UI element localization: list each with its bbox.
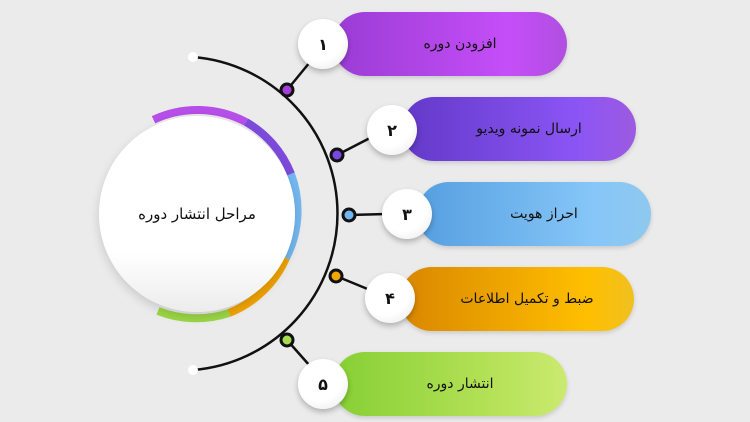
- step-3-label: احراز هویت: [510, 206, 578, 222]
- step-2-number: ۲: [367, 105, 417, 155]
- step-1-pill: افزودن دوره: [333, 12, 567, 76]
- step-3-number: ۳: [382, 189, 432, 239]
- step-1-label: افزودن دوره: [423, 36, 497, 52]
- step-4-pill: ضبط و تکمیل اطلاعات: [400, 267, 634, 331]
- step-nodes: [279, 82, 357, 348]
- step-2-pill: ارسال نمونه ویدیو: [402, 97, 636, 161]
- arc-end-dot: [188, 52, 198, 62]
- step-4-number: ۴: [365, 273, 415, 323]
- node-3: [341, 207, 357, 223]
- center-circle: مراحل انتشار دوره: [99, 116, 295, 312]
- step-1-number: ۱: [298, 19, 348, 69]
- arc-end-dot: [188, 365, 198, 375]
- ring-segment-5: [156, 307, 231, 323]
- ring-segment-3: [282, 172, 302, 260]
- progress-ring: [151, 105, 302, 323]
- step-4-label: ضبط و تکمیل اطلاعات: [460, 291, 594, 307]
- step-5-label: انتشار دوره: [426, 376, 494, 392]
- step-5-number: ۵: [298, 359, 348, 409]
- step-2-label: ارسال نمونه ویدیو: [476, 121, 582, 137]
- main-arc: [192, 55, 339, 372]
- step-5-pill: انتشار دوره: [333, 352, 567, 416]
- ring-segment-2: [243, 118, 295, 176]
- ring-segment-4: [227, 256, 290, 317]
- node-5: [279, 332, 295, 348]
- diagram-title: مراحل انتشار دوره: [138, 205, 256, 223]
- node-1: [279, 82, 295, 98]
- node-4: [328, 268, 344, 284]
- node-2: [329, 147, 345, 163]
- ring-segment-1: [151, 105, 248, 126]
- step-3-pill: احراز هویت: [417, 182, 651, 246]
